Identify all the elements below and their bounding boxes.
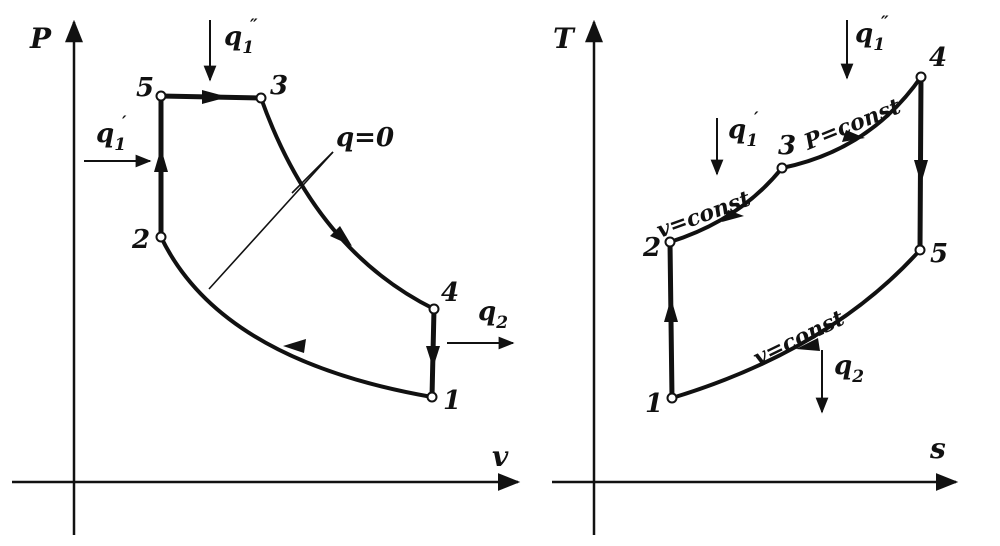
ts-diagram: T s v=const P=const v=const q1′ q1″ q2 1 <box>552 13 959 535</box>
pv-leader-1 <box>208 151 334 290</box>
ts-arrow-down <box>914 160 928 184</box>
ts-arrow-up <box>664 298 678 322</box>
ts-isochore-5-1 <box>670 248 922 400</box>
ts-axis-t-label: T <box>553 22 576 55</box>
pv-axis-v-label: v <box>492 440 509 473</box>
ts-heat-out-label: q2 <box>834 351 864 387</box>
pv-arrow-left <box>283 339 306 353</box>
pv-heat-out-label: q2 <box>478 297 508 333</box>
pv-arrow-up <box>154 148 168 172</box>
ts-point-3-label: 3 <box>778 131 796 161</box>
pv-arrow-down <box>426 346 440 368</box>
ts-heat-in-partial-label: q1′ <box>728 109 759 151</box>
ts-point-2 <box>664 236 676 248</box>
ts-isobar-label: P=const <box>800 93 905 156</box>
ts-point-2-label: 2 <box>642 233 661 263</box>
pv-arrow-down-adiabat <box>330 226 352 246</box>
pv-point-4 <box>428 303 440 315</box>
pv-heat-in-main-label: q1″ <box>224 16 258 58</box>
pv-adiabat-3-4 <box>259 96 436 311</box>
ts-arrow-isobar <box>842 130 865 142</box>
pv-diagram: P v q=0 q1′ q1″ q2 5 3 2 4 <box>12 16 521 535</box>
pv-point-5 <box>155 90 167 102</box>
ts-arrow-lower-isochore <box>796 338 820 351</box>
ts-point-5-label: 5 <box>930 239 948 269</box>
ts-point-4 <box>915 71 927 83</box>
pv-axis-p-label: P <box>29 22 52 55</box>
pv-point-1-label: 1 <box>443 386 461 416</box>
pv-arrow-right <box>202 90 228 104</box>
ts-point-1-label: 1 <box>645 389 663 419</box>
pv-point-3 <box>255 92 267 104</box>
pv-adiabat-1-2 <box>159 235 434 399</box>
pv-point-3-label: 3 <box>270 71 288 101</box>
ts-arrow-upper-isochore <box>722 210 744 222</box>
pv-adiabat-label: q=0 <box>336 123 394 153</box>
pv-point-4-label: 4 <box>441 278 459 308</box>
pv-point-1 <box>426 391 438 403</box>
pv-point-2 <box>155 231 167 243</box>
ts-axis-s-label: s <box>929 432 946 465</box>
ts-point-5 <box>914 244 926 256</box>
pv-leader-2 <box>291 151 334 194</box>
ts-isochore-upper-label: v=const <box>653 186 754 244</box>
pv-point-5-label: 5 <box>136 73 154 103</box>
ts-point-4-label: 4 <box>929 43 947 73</box>
pv-point-2-label: 2 <box>131 225 150 255</box>
ts-heat-in-main-label: q1″ <box>855 13 889 55</box>
pv-heat-in-partial-label: q1′ <box>96 113 127 155</box>
ts-point-3 <box>776 162 788 174</box>
ts-point-1 <box>666 392 678 404</box>
